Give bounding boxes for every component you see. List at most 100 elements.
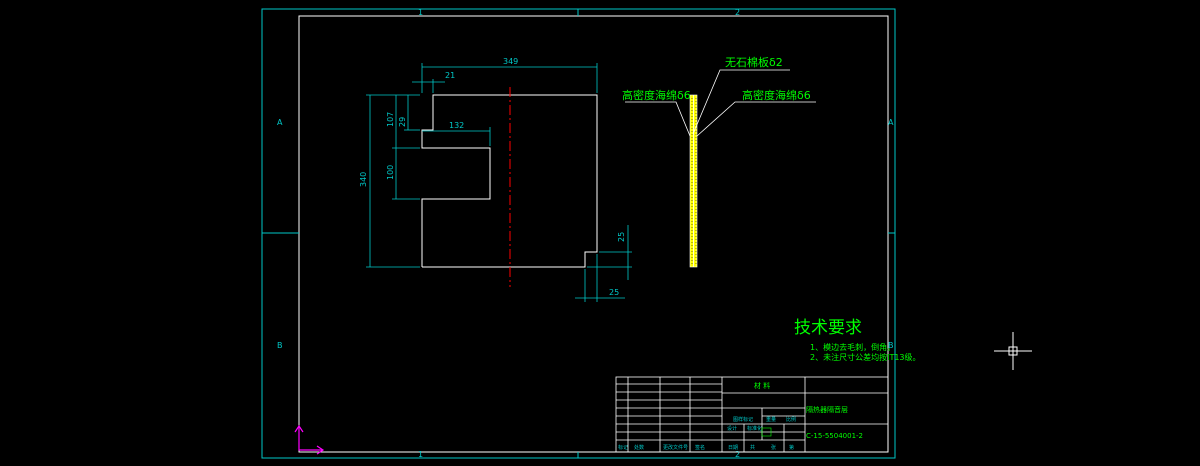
strip-dot (691, 185, 693, 186)
callout-sponge-right: 高密度海绵δ6 (742, 88, 811, 102)
zone-row-a-left: A (277, 118, 283, 127)
strip-dot (691, 212, 693, 213)
strip-dot (691, 125, 693, 126)
strip-dot (691, 182, 693, 183)
dim-upper-height: 107 (386, 112, 395, 127)
tb-hatch-box (761, 427, 772, 437)
strip-dot (691, 224, 693, 225)
strip-dot (695, 110, 697, 111)
strip-dot (695, 149, 697, 150)
strip-dot (695, 143, 697, 144)
tb-part-name: 隔热器隔音层 (806, 405, 848, 414)
dim-slot-height: 100 (386, 165, 395, 180)
strip-pattern (691, 98, 697, 264)
strip-dot (695, 236, 697, 237)
zone-row-b-right: B (888, 341, 894, 350)
strip-dot (691, 143, 693, 144)
dim-slot-width: 132 (449, 121, 464, 130)
strip-dot (695, 104, 697, 105)
strip-dot (691, 254, 693, 255)
tb-bottom-label-5: 日期 (728, 445, 738, 451)
dim-corner-v: 25 (617, 232, 626, 242)
strip-dot (695, 116, 697, 117)
zone-col-1-top: 1 (418, 8, 423, 17)
strip-dot (695, 152, 697, 153)
tb-sheet-3: 第 (789, 444, 794, 451)
strip-dot (691, 116, 693, 117)
strip-dot (691, 194, 693, 195)
strip-dot (695, 122, 697, 123)
strip-dot (691, 134, 693, 135)
inner-frame (298, 15, 889, 453)
strip-dot (695, 191, 697, 192)
strip-dot (691, 191, 693, 192)
strip-dot (695, 125, 697, 126)
tb-bottom-label-3: 更改文件号 (663, 444, 688, 451)
strip-dot (691, 155, 693, 156)
strip-dot (695, 137, 697, 138)
tb-mid-label-2: 重量 (766, 416, 776, 423)
part-outline[interactable] (421, 94, 598, 268)
strip-dot (691, 113, 693, 114)
dim-corner-h: 25 (609, 288, 619, 297)
strip-dot (695, 131, 697, 132)
strip-dot (691, 233, 693, 234)
strip-dot (695, 173, 697, 174)
strip-dot (695, 176, 697, 177)
strip-dot (691, 206, 693, 207)
strip-dot (695, 140, 697, 141)
strip-dot (691, 203, 693, 204)
strip-dot (695, 233, 697, 234)
strip-dot (691, 122, 693, 123)
strip-dot (691, 161, 693, 162)
strip-dot (691, 227, 693, 228)
strip-dot (691, 149, 693, 150)
tech-requirement-2: 2、未注尺寸公差均按IT13级。 (810, 352, 921, 362)
strip-dot (695, 221, 697, 222)
dim-notch-depth: 29 (398, 117, 407, 127)
zone-col-2-bottom: 2 (735, 450, 740, 459)
strip-dot (695, 215, 697, 216)
tb-bottom-label-1: 标记 (618, 444, 628, 451)
strip-dot (691, 230, 693, 231)
strip-dot (691, 110, 693, 111)
strip-dot (691, 248, 693, 249)
strip-dot (695, 224, 697, 225)
callout-leaders (625, 69, 816, 137)
strip-dot (695, 158, 697, 159)
strip-dot (691, 146, 693, 147)
strip-dot (691, 98, 693, 99)
strip-dot (691, 263, 693, 264)
strip-dot (691, 119, 693, 120)
strip-dot (691, 158, 693, 159)
ucs-icon (294, 424, 325, 455)
strip-dot (695, 203, 697, 204)
strip-dot (695, 107, 697, 108)
zone-row-b-left: B (277, 341, 283, 350)
strip-dot (695, 251, 697, 252)
strip-dot (695, 230, 697, 231)
strip-dot (695, 185, 697, 186)
tb-mid-label-1: 图样标记 (733, 416, 753, 423)
tb-material: 材 料 (754, 381, 770, 390)
strip-dot (695, 209, 697, 210)
strip-dot (695, 167, 697, 168)
strip-dot (695, 134, 697, 135)
strip-dot (691, 209, 693, 210)
strip-dot (695, 242, 697, 243)
strip-dot (691, 164, 693, 165)
strip-dot (691, 137, 693, 138)
tb-drawing-no: C-15-5504001-2 (806, 432, 863, 440)
tb-mid-label-3: 比例 (786, 416, 796, 423)
strip-dot (691, 245, 693, 246)
dim-height-total: 340 (359, 172, 368, 187)
strip-dot (695, 239, 697, 240)
dim-notch-width: 21 (445, 71, 455, 80)
strip-dot (695, 227, 697, 228)
strip-dot (695, 161, 697, 162)
strip-dot (691, 218, 693, 219)
tb-row-label-1: 设计 (727, 425, 737, 432)
tb-sheet-1: 共 (750, 444, 755, 451)
strip-dot (695, 245, 697, 246)
